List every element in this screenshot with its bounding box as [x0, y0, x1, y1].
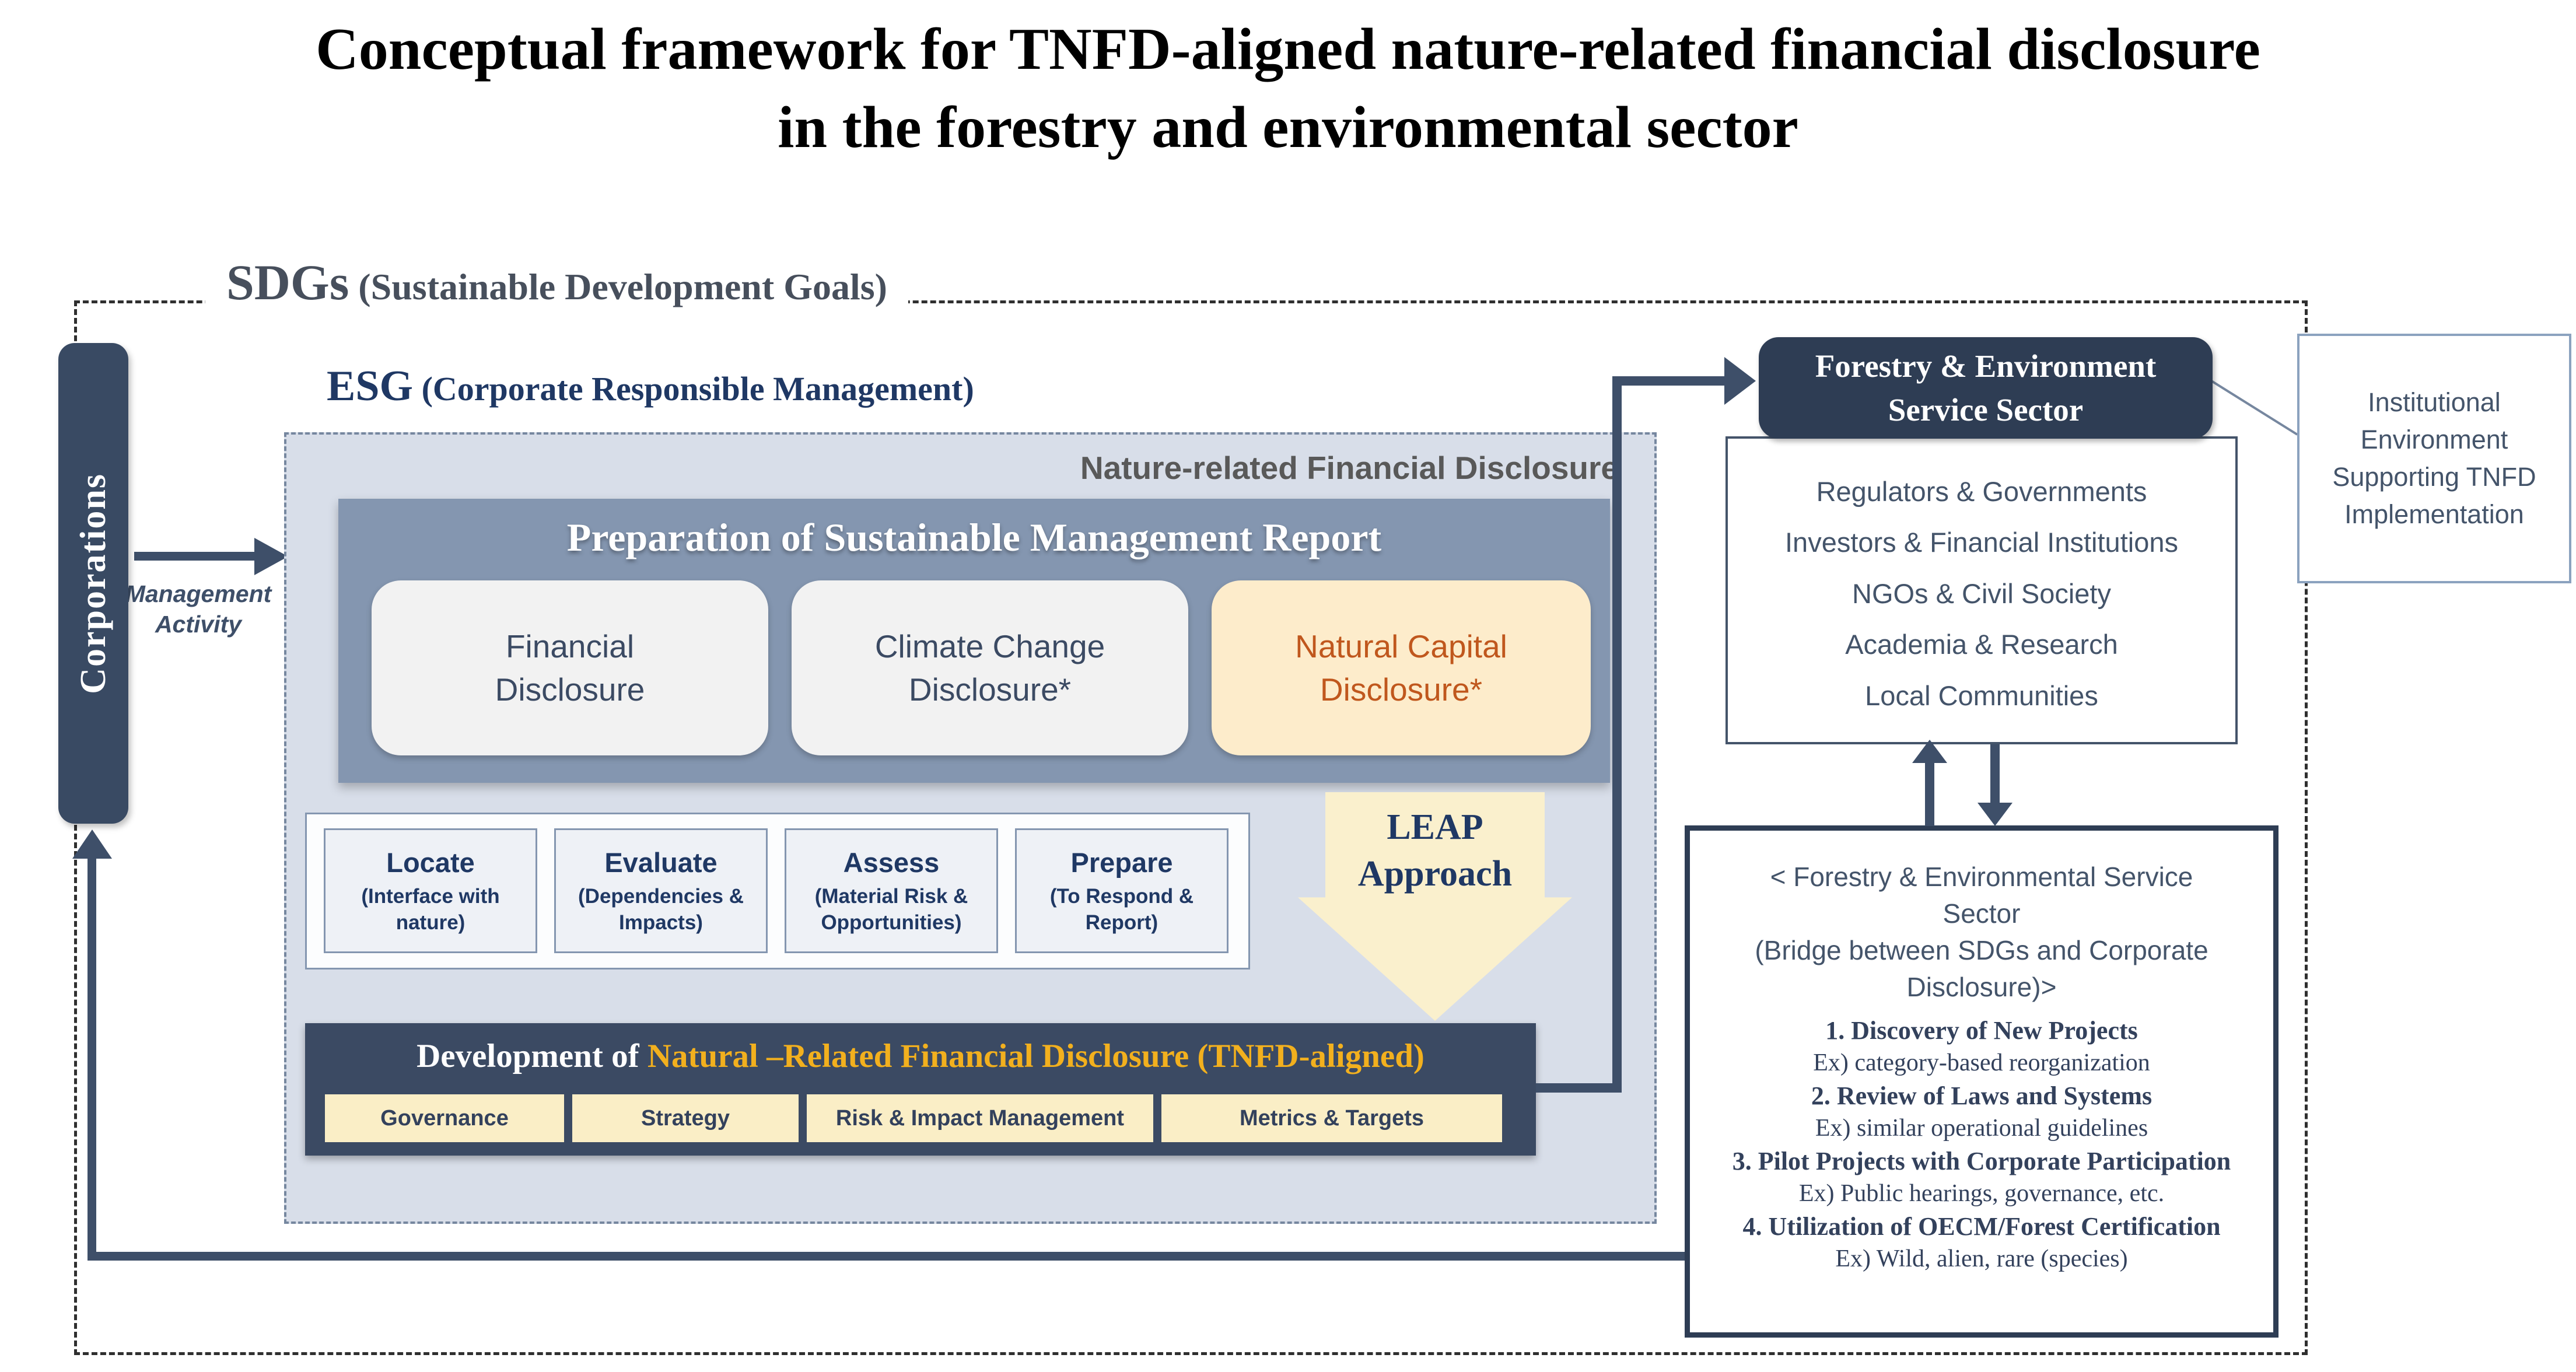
esg-label: ESG (Corporate Responsible Management): [327, 362, 974, 411]
leap-step-prepare-desc: (To Respond & Report): [1049, 884, 1194, 934]
connector-horizontal: [1612, 376, 1729, 386]
sdgs-acronym: SDGs: [226, 254, 349, 310]
connector-vertical: [1612, 376, 1622, 1093]
stakeholder-academia: Academia & Research: [1845, 629, 2118, 660]
leap-step-evaluate-name: Evaluate: [604, 846, 718, 878]
stakeholder-ngos: NGOs & Civil Society: [1852, 578, 2111, 609]
pillar-metrics-targets: Metrics & Targets: [1161, 1094, 1502, 1142]
feedback-line-horizontal: [88, 1252, 1687, 1261]
leap-step-assess: Assess (Material Risk & Opportunities): [785, 828, 998, 953]
institutional-environment-box: Institutional Environment Supporting TNF…: [2297, 334, 2571, 583]
leap-step-assess-name: Assess: [843, 846, 940, 878]
leap-step-prepare: Prepare (To Respond & Report): [1015, 828, 1228, 953]
development-title-prefix: Development of: [416, 1038, 648, 1074]
stakeholder-regulators: Regulators & Governments: [1816, 475, 2147, 507]
leap-step-assess-desc: (Material Risk & Opportunities): [814, 884, 968, 934]
development-pillars: Governance Strategy Risk & Impact Manage…: [325, 1094, 1516, 1142]
financial-disclosure-box: Financial Disclosure: [372, 580, 768, 755]
bridge-item-3-example: Ex) Public hearings, governance, etc.: [1798, 1180, 2165, 1207]
bridge-item-4-title: 4. Utilization of OECM/Forest Certificat…: [1742, 1212, 2221, 1241]
leap-step-prepare-name: Prepare: [1070, 846, 1173, 878]
feedback-line-vertical: [88, 855, 96, 1259]
stakeholder-list-box: Regulators & Governments Investors & Fin…: [1726, 436, 2238, 744]
leap-step-locate-name: Locate: [386, 846, 475, 878]
management-arrow-right-icon: [254, 538, 288, 575]
preparation-title: Preparation of Sustainable Management Re…: [566, 515, 1382, 559]
management-activity-label: Management Activity: [125, 580, 272, 638]
esg-acronym: ESG: [327, 362, 414, 410]
bridge-header: < Forestry & Environmental Service Secto…: [1755, 862, 2208, 1002]
sdgs-subtitle: (Sustainable Development Goals): [349, 266, 887, 307]
bridge-item-4-example: Ex) Wild, alien, rare (species): [1835, 1245, 2128, 1272]
stakeholder-investors: Investors & Financial Institutions: [1785, 527, 2178, 558]
leap-step-evaluate-desc: (Dependencies & Impacts): [578, 884, 744, 934]
exchange-arrow-down-icon: [1978, 803, 2013, 826]
esg-subtitle: (Corporate Responsible Management): [413, 370, 974, 408]
bridge-item-1-example: Ex) category-based reorganization: [1813, 1049, 2150, 1076]
corporations-box: Corporations: [58, 343, 128, 824]
development-title-highlight: Natural –Related Financial Disclosure (T…: [647, 1038, 1424, 1074]
leap-step-locate: Locate (Interface with nature): [324, 828, 537, 953]
feedback-arrow-up-icon: [72, 830, 112, 859]
management-arrow-shaft: [134, 552, 256, 561]
stakeholder-local-communities: Local Communities: [1865, 680, 2098, 711]
natural-capital-disclosure-box: Natural Capital Disclosure*: [1212, 580, 1591, 755]
connector-arrow-right-icon: [1724, 357, 1756, 405]
page-title-line2: in the forestry and environmental sector: [778, 94, 1798, 160]
bridge-detail-box: < Forestry & Environmental Service Secto…: [1685, 825, 2278, 1338]
pillar-risk-impact: Risk & Impact Management: [807, 1094, 1153, 1142]
connector-stub: [1536, 1083, 1622, 1093]
development-title: Development of Natural –Related Financia…: [305, 1037, 1536, 1075]
leap-step-evaluate: Evaluate (Dependencies & Impacts): [554, 828, 768, 953]
bridge-item-2-title: 2. Review of Laws and Systems: [1811, 1082, 2152, 1110]
bridge-item-2-example: Ex) similar operational guidelines: [1815, 1115, 2148, 1142]
sdgs-dashed-frame: [74, 300, 2308, 1355]
exchange-arrow-up-shaft: [1925, 754, 1934, 826]
exchange-arrow-down-shaft: [1990, 744, 2000, 805]
page-title-line1: Conceptual framework for TNFD-aligned na…: [316, 16, 2260, 82]
bridge-item-3-title: 3. Pilot Projects with Corporate Partici…: [1732, 1147, 2231, 1175]
pillar-governance: Governance: [325, 1094, 564, 1142]
exchange-arrow-up-icon: [1912, 740, 1947, 763]
bridge-item-1-title: 1. Discovery of New Projects: [1825, 1016, 2138, 1045]
climate-change-disclosure-box: Climate Change Disclosure*: [792, 580, 1188, 755]
leap-approach-label: LEAP Approach: [1357, 807, 1513, 894]
sdgs-label: SDGs (Sustainable Development Goals): [205, 253, 908, 312]
nature-disclosure-watermark: Nature-related Financial Disclosure: [1080, 450, 1619, 486]
leap-step-locate-desc: (Interface with nature): [361, 884, 500, 934]
pillar-strategy: Strategy: [572, 1094, 799, 1142]
forestry-environment-sector-box: Forestry & Environment Service Sector: [1759, 337, 2213, 439]
corporations-label: Corporations: [73, 473, 113, 694]
page-title: Conceptual framework for TNFD-aligned na…: [0, 10, 2576, 167]
